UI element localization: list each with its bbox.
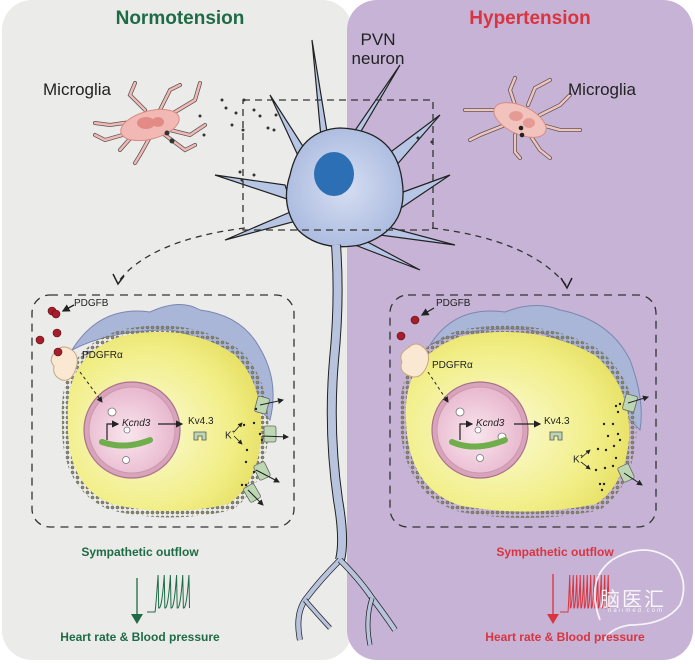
spike-train-normotension [147, 574, 191, 613]
pdgfr-label-normotension: PDGFRα [82, 350, 123, 361]
spike-trace [560, 574, 610, 613]
connector-right [431, 227, 567, 286]
astrocyte-normotension [31, 294, 295, 528]
pdgfr-label-hypertension: PDGFRα [432, 360, 473, 371]
astrocyte-hypertension [389, 294, 657, 528]
pdgfb-label-hypertension: PDGFB [436, 298, 471, 309]
pdgfb-secretion-dots [198, 98, 434, 182]
k-ion-label-hypertension: K+ [573, 454, 584, 466]
microglia-label-hypertension: Microglia [568, 80, 637, 99]
pvn-label-line2: neuron [351, 49, 405, 68]
outcome-normotension: Heart rate & Blood pressure [60, 630, 220, 644]
pvn-neuron [214, 39, 456, 646]
kv43-label-normotension: Kv4.3 [188, 416, 214, 427]
pdgfb-particles-hypertension [396, 315, 420, 341]
connector-left [117, 227, 246, 283]
watermark-subtext: naiimed.com [608, 608, 665, 614]
microglia-hypertension [463, 76, 582, 160]
pdgfb-particles-normotension [35, 306, 63, 357]
pvn-label-line1: PVN [360, 30, 396, 49]
sympathetic-outflow-normotension: Sympathetic outflow [81, 545, 199, 559]
pdgfb-label-normotension: PDGFB [74, 298, 109, 309]
sympathetic-outflow-hypertension: Sympathetic outflow [496, 545, 614, 559]
watermark-text: 脑医汇 [600, 587, 666, 611]
outflow-arrow-hypertension [547, 574, 559, 624]
outcome-hypertension: Heart rate & Blood pressure [485, 630, 645, 644]
neuron-nucleus [314, 152, 354, 196]
neuron-zoom-box [242, 99, 434, 231]
pvn-neuron-label: PVN neuron [348, 30, 408, 68]
kcnd3-label-normotension: Kcnd3 [122, 418, 151, 429]
kcnd3-label-hypertension: Kcnd3 [476, 418, 505, 429]
watermark [593, 549, 685, 641]
normotension-title: Normotension [115, 8, 245, 29]
microglia-label-normotension: Microglia [43, 80, 112, 99]
spike-trace [147, 574, 191, 613]
outflow-arrow-normotension [131, 578, 143, 624]
k-ion-label-normotension: K+ [225, 430, 236, 442]
microglia-normotension [93, 81, 207, 165]
hypertension-title: Hypertension [469, 8, 591, 29]
spike-train-hypertension [560, 574, 610, 613]
kv43-label-hypertension: Kv4.3 [544, 416, 570, 427]
